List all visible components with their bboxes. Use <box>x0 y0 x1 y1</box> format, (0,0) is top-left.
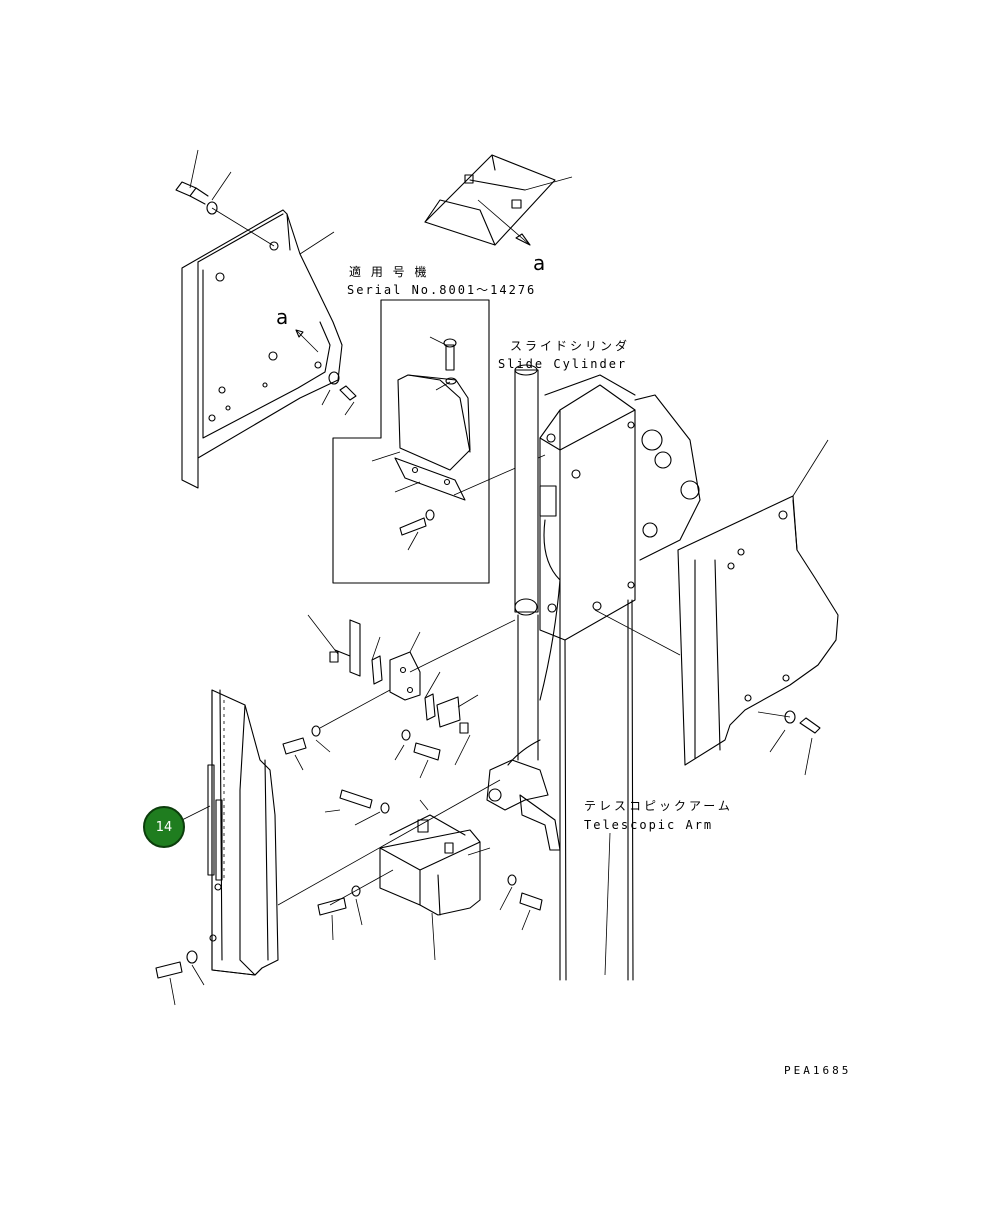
part-callout-number: 14 <box>155 819 173 835</box>
slide-cylinder-label-jp: スライドシリンダ <box>510 338 630 353</box>
serial-label-jp: 適 用 号 機 <box>349 264 429 279</box>
view-a-letter-top: a <box>533 251 545 275</box>
view-a-letter-left: a <box>276 305 288 329</box>
slide-cylinder-assembly <box>514 364 701 701</box>
left-cover-plate <box>181 209 343 489</box>
view-a-arrow-left <box>295 329 319 353</box>
telescopic-arm-label-en: Telescopic Arm <box>584 818 713 832</box>
detail-a-bracket <box>424 154 573 246</box>
left-plate-bolts <box>175 149 357 416</box>
drawing-code: PEA1685 <box>784 1064 851 1077</box>
slide-cylinder-label-en: Slide Cylinder <box>498 357 627 371</box>
part-callout-14[interactable]: 14 <box>143 806 185 848</box>
right-cover-plate <box>677 439 839 776</box>
channel-bracket-14 <box>155 689 501 1006</box>
serial-label-en: Serial No.8001～14276 <box>347 283 536 297</box>
telescopic-arm-label-jp: テレスコピックアーム <box>584 799 733 813</box>
middle-bracket-group <box>282 614 516 779</box>
serial-inset-box <box>332 299 546 584</box>
lower-box-cover <box>317 789 611 976</box>
telescopic-arm <box>486 599 681 981</box>
